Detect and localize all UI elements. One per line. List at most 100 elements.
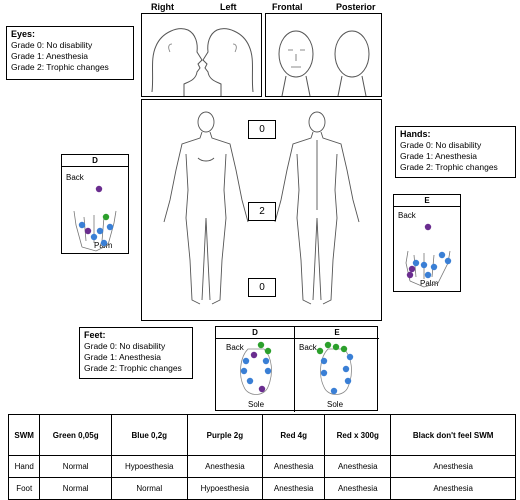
- foot-d-point: [242, 357, 250, 365]
- label-frontal: Frontal: [272, 2, 303, 12]
- label-right: Right: [151, 2, 174, 12]
- hand-e-point: [444, 257, 452, 265]
- hand-d-back-label: Back: [66, 173, 84, 182]
- foot-e-point: [330, 387, 338, 395]
- swm-header-cell: Green 0,05g: [39, 414, 112, 456]
- body-outline-drawing: [163, 111, 360, 305]
- foot-d-point: [264, 367, 272, 375]
- swm-header-cell: Red x 300g: [324, 414, 392, 456]
- foot-d-point: [258, 385, 266, 393]
- foot-e-point: [344, 377, 352, 385]
- foot-e-back-label: Back: [299, 343, 317, 352]
- foot-e-point: [320, 357, 328, 365]
- swm-table-header-row: SWM Green 0,05g Blue 0,2g Purple 2g Red …: [7, 414, 516, 456]
- hand-d-point: [95, 185, 103, 193]
- swm-cell: Anesthesia: [390, 455, 516, 478]
- hand-e-back-label: Back: [398, 211, 416, 220]
- hand-d-point: [90, 233, 98, 241]
- hands-legend-title: Hands:: [400, 129, 431, 139]
- feet-legend: Feet: Grade 0: No disability Grade 1: An…: [79, 327, 193, 379]
- swm-cell: Anesthesia: [324, 455, 392, 478]
- swm-header-cell: Black don't feel SWM: [390, 414, 516, 456]
- eyes-legend: Eyes: Grade 0: No disability Grade 1: An…: [6, 26, 134, 80]
- swm-header-cell: SWM: [7, 414, 41, 456]
- swm-cell: Normal: [110, 477, 188, 500]
- eyes-legend-title: Eyes:: [11, 29, 36, 39]
- swm-table: SWM Green 0,05g Blue 0,2g Purple 2g Red …: [7, 414, 516, 500]
- swm-cell: Anesthesia: [324, 477, 392, 500]
- hand-d-panel: D Back Palm: [61, 154, 129, 254]
- swm-cell: Foot: [7, 477, 41, 500]
- feet-grade-1: Grade 1: Anesthesia: [84, 352, 162, 362]
- swm-cell: Anesthesia: [262, 477, 326, 500]
- swm-table-row: Foot Normal Normal Hypoesthesia Anesthes…: [7, 477, 516, 500]
- foot-d-point: [257, 341, 265, 349]
- eyes-grade-0: Grade 0: No disability: [11, 40, 93, 50]
- swm-cell: Hand: [7, 455, 41, 478]
- foot-e-point: [316, 347, 324, 355]
- feet-grade-2: Grade 2: Trophic changes: [84, 363, 182, 373]
- foot-e-point: [346, 353, 354, 361]
- hands-grade-2: Grade 2: Trophic changes: [400, 162, 498, 172]
- foot-e-point: [340, 345, 348, 353]
- hands-grade-1: Grade 1: Anesthesia: [400, 151, 478, 161]
- foot-e-column: E Back Sole: [295, 327, 379, 409]
- swm-cell: Normal: [39, 477, 112, 500]
- foot-d-sole-label: Sole: [248, 400, 265, 409]
- swm-cell: Hypoesthesia: [186, 477, 264, 500]
- feet-legend-title: Feet:: [84, 330, 106, 340]
- hand-d-point: [102, 213, 110, 221]
- swm-header-cell: Red 4g: [262, 414, 326, 456]
- feet-divider: [294, 327, 295, 412]
- hands-legend: Hands: Grade 0: No disability Grade 1: A…: [395, 126, 516, 178]
- hand-e-drawing: [405, 223, 452, 288]
- swm-header-cell: Blue 0,2g: [110, 414, 188, 456]
- foot-d-back-label: Back: [226, 343, 244, 352]
- hand-e-point: [412, 259, 420, 267]
- score-box-eyes: 0: [248, 120, 276, 139]
- body-diagram-box: [141, 99, 382, 321]
- foot-d-point: [264, 347, 272, 355]
- head-profile-drawing: [151, 28, 254, 96]
- foot-e-header: E: [295, 327, 379, 339]
- hand-d-point: [96, 227, 104, 235]
- eyes-grade-2: Grade 2: Trophic changes: [11, 62, 109, 72]
- swm-cell: Hypoesthesia: [110, 455, 188, 478]
- hand-d-drawing: [73, 185, 117, 252]
- hand-e-point: [424, 223, 432, 231]
- hand-e-point: [420, 261, 428, 269]
- head-profiles-box: [141, 13, 262, 97]
- foot-d-header: D: [216, 327, 294, 339]
- hand-d-point: [78, 221, 86, 229]
- swm-header-cell: Purple 2g: [186, 414, 264, 456]
- foot-e-point: [324, 341, 332, 349]
- hand-e-point: [406, 271, 414, 279]
- hands-grade-0: Grade 0: No disability: [400, 140, 482, 150]
- hand-e-header: E: [394, 195, 460, 207]
- foot-d-point: [250, 351, 258, 359]
- hand-e-point: [430, 263, 438, 271]
- label-left: Left: [220, 2, 237, 12]
- hand-e-palm-label: Palm: [420, 279, 439, 288]
- hand-d-point: [106, 223, 114, 231]
- swm-cell: Anesthesia: [262, 455, 326, 478]
- foot-d-point: [246, 377, 254, 385]
- hand-e-point: [438, 251, 446, 259]
- eyes-grade-1: Grade 1: Anesthesia: [11, 51, 89, 61]
- feet-drawing: [240, 341, 354, 395]
- foot-e-point: [342, 365, 350, 373]
- label-posterior: Posterior: [336, 2, 376, 12]
- feet-grade-0: Grade 0: No disability: [84, 341, 166, 351]
- foot-d-point: [262, 357, 270, 365]
- score-box-feet: 0: [248, 278, 276, 297]
- hand-e-point: [408, 265, 416, 273]
- foot-e-sole-label: Sole: [327, 400, 344, 409]
- head-frontal-posterior-box: [265, 13, 382, 97]
- swm-cell: Anesthesia: [390, 477, 516, 500]
- hand-d-point: [84, 227, 92, 235]
- swm-table-row: Hand Normal Hypoesthesia Anesthesia Anes…: [7, 455, 516, 478]
- hand-e-panel: E Back Palm: [393, 194, 461, 292]
- foot-d-column: D Back Sole: [216, 327, 294, 409]
- feet-panel: D Back Sole E Back Sole: [215, 326, 379, 412]
- foot-e-point: [320, 369, 328, 377]
